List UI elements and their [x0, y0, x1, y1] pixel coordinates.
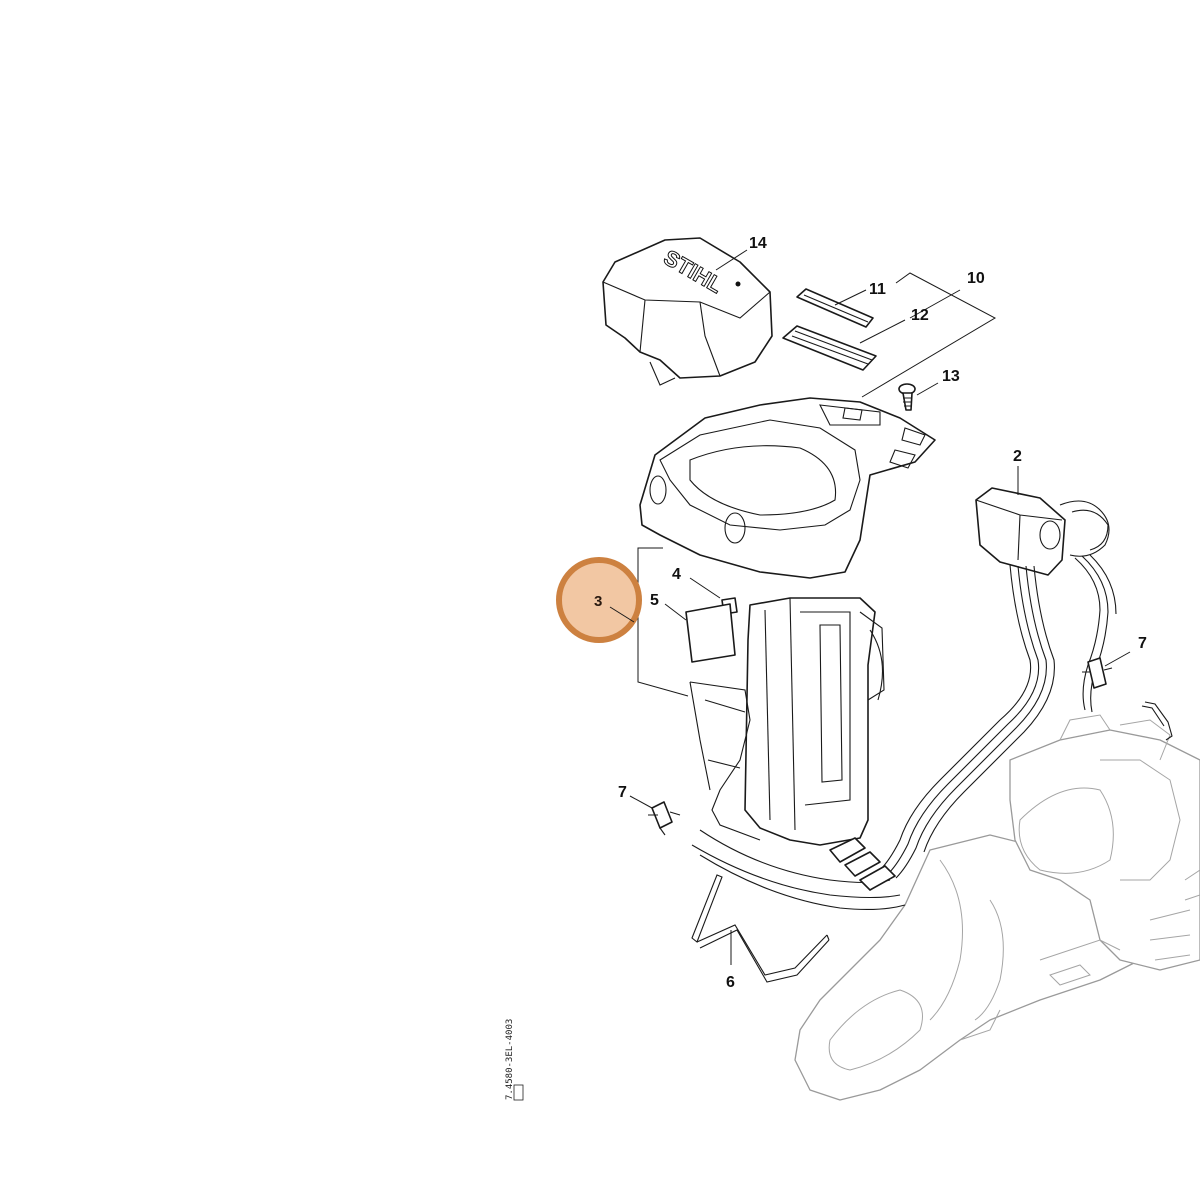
- highlighted-callout-3[interactable]: 3: [556, 557, 642, 643]
- spring-part-right: [1141, 701, 1173, 741]
- callout-2: 2: [1013, 448, 1022, 465]
- drawing-code-text: 7.4580-3EL-4003: [505, 1019, 515, 1100]
- part-13-screw: [898, 383, 916, 411]
- callout-14: 14: [749, 235, 767, 252]
- part-5-label: [685, 603, 736, 663]
- part-11-sticker: [796, 288, 874, 328]
- handle-shroud: [639, 397, 936, 579]
- callout-7-right: 7: [1138, 635, 1147, 652]
- highlight-circle[interactable]: [556, 557, 642, 643]
- part-12-sticker: [782, 325, 877, 371]
- cable-connectors: [829, 837, 896, 891]
- callout-6: 6: [726, 974, 735, 991]
- callout-labels: 14 11 10 12 13 2 4 5 7 7 6: [618, 235, 1147, 991]
- callout-3: 3: [594, 593, 602, 610]
- callout-13: 13: [942, 368, 960, 385]
- part-7-switch-right: [1082, 657, 1113, 689]
- drawing-code: 7.4580-3EL-4003: [505, 1019, 524, 1101]
- part-3-frame: [689, 597, 885, 846]
- callout-12: 12: [911, 307, 929, 324]
- housing-background: [794, 714, 1200, 1101]
- part-14-cover-cap: STIHL: [602, 237, 773, 386]
- part-6-bracket: [691, 874, 830, 983]
- callout-10: 10: [967, 270, 985, 287]
- callout-5: 5: [650, 592, 659, 609]
- part-2-switch: [975, 487, 1110, 576]
- callout-7-left: 7: [618, 784, 627, 801]
- callout-11: 11: [869, 281, 886, 298]
- callout-4: 4: [672, 566, 681, 583]
- part-7-switch-left: [648, 801, 681, 836]
